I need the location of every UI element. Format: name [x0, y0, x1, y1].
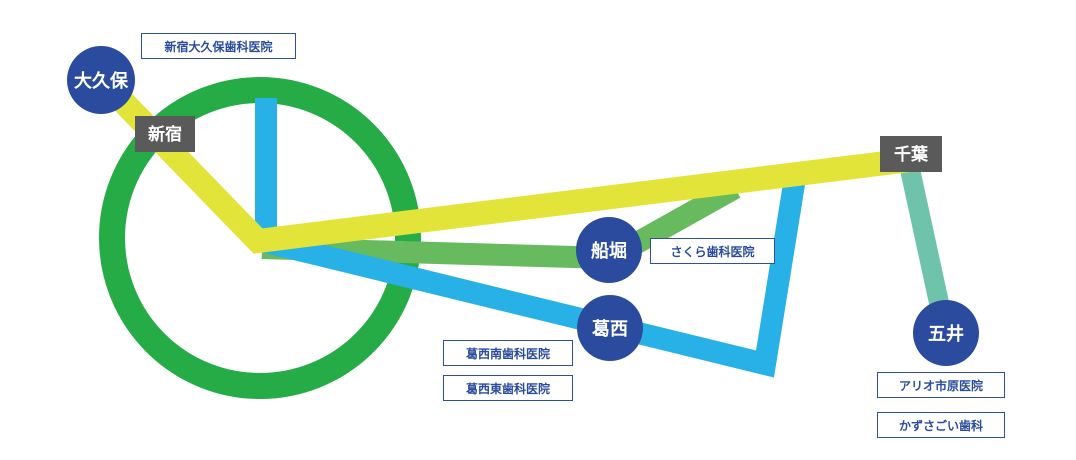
station-shinjuku-label: 新宿: [148, 124, 182, 145]
station-chiba[interactable]: 千葉: [880, 136, 942, 172]
station-kasai[interactable]: 葛西: [577, 295, 643, 361]
station-okubo-label: 大久保: [74, 70, 129, 92]
blue-line: [255, 98, 806, 378]
clinic-kasai-higashi[interactable]: 葛西東歯科医院: [443, 375, 573, 401]
station-chiba-label: 千葉: [894, 144, 929, 165]
clinic-sakura[interactable]: さくら歯科医院: [650, 238, 775, 264]
station-goi[interactable]: 五井: [913, 300, 979, 366]
clinic-kazusa-goi[interactable]: かずさごい歯科: [877, 412, 1005, 438]
station-funabori-label: 船堀: [591, 240, 627, 262]
clinic-kasai-minami[interactable]: 葛西南歯科医院: [443, 340, 573, 366]
station-funabori[interactable]: 船堀: [576, 217, 642, 283]
station-kasai-label: 葛西: [591, 319, 628, 340]
station-goi-label: 五井: [928, 323, 964, 345]
clinic-shinjuku-okubo[interactable]: 新宿大久保歯科医院: [141, 33, 296, 59]
loop-line-ring: [99, 77, 421, 399]
station-okubo[interactable]: 大久保: [67, 46, 135, 114]
station-shinjuku[interactable]: 新宿: [135, 116, 195, 152]
clinic-ario-ichihara[interactable]: アリオ市原医院: [877, 372, 1005, 398]
